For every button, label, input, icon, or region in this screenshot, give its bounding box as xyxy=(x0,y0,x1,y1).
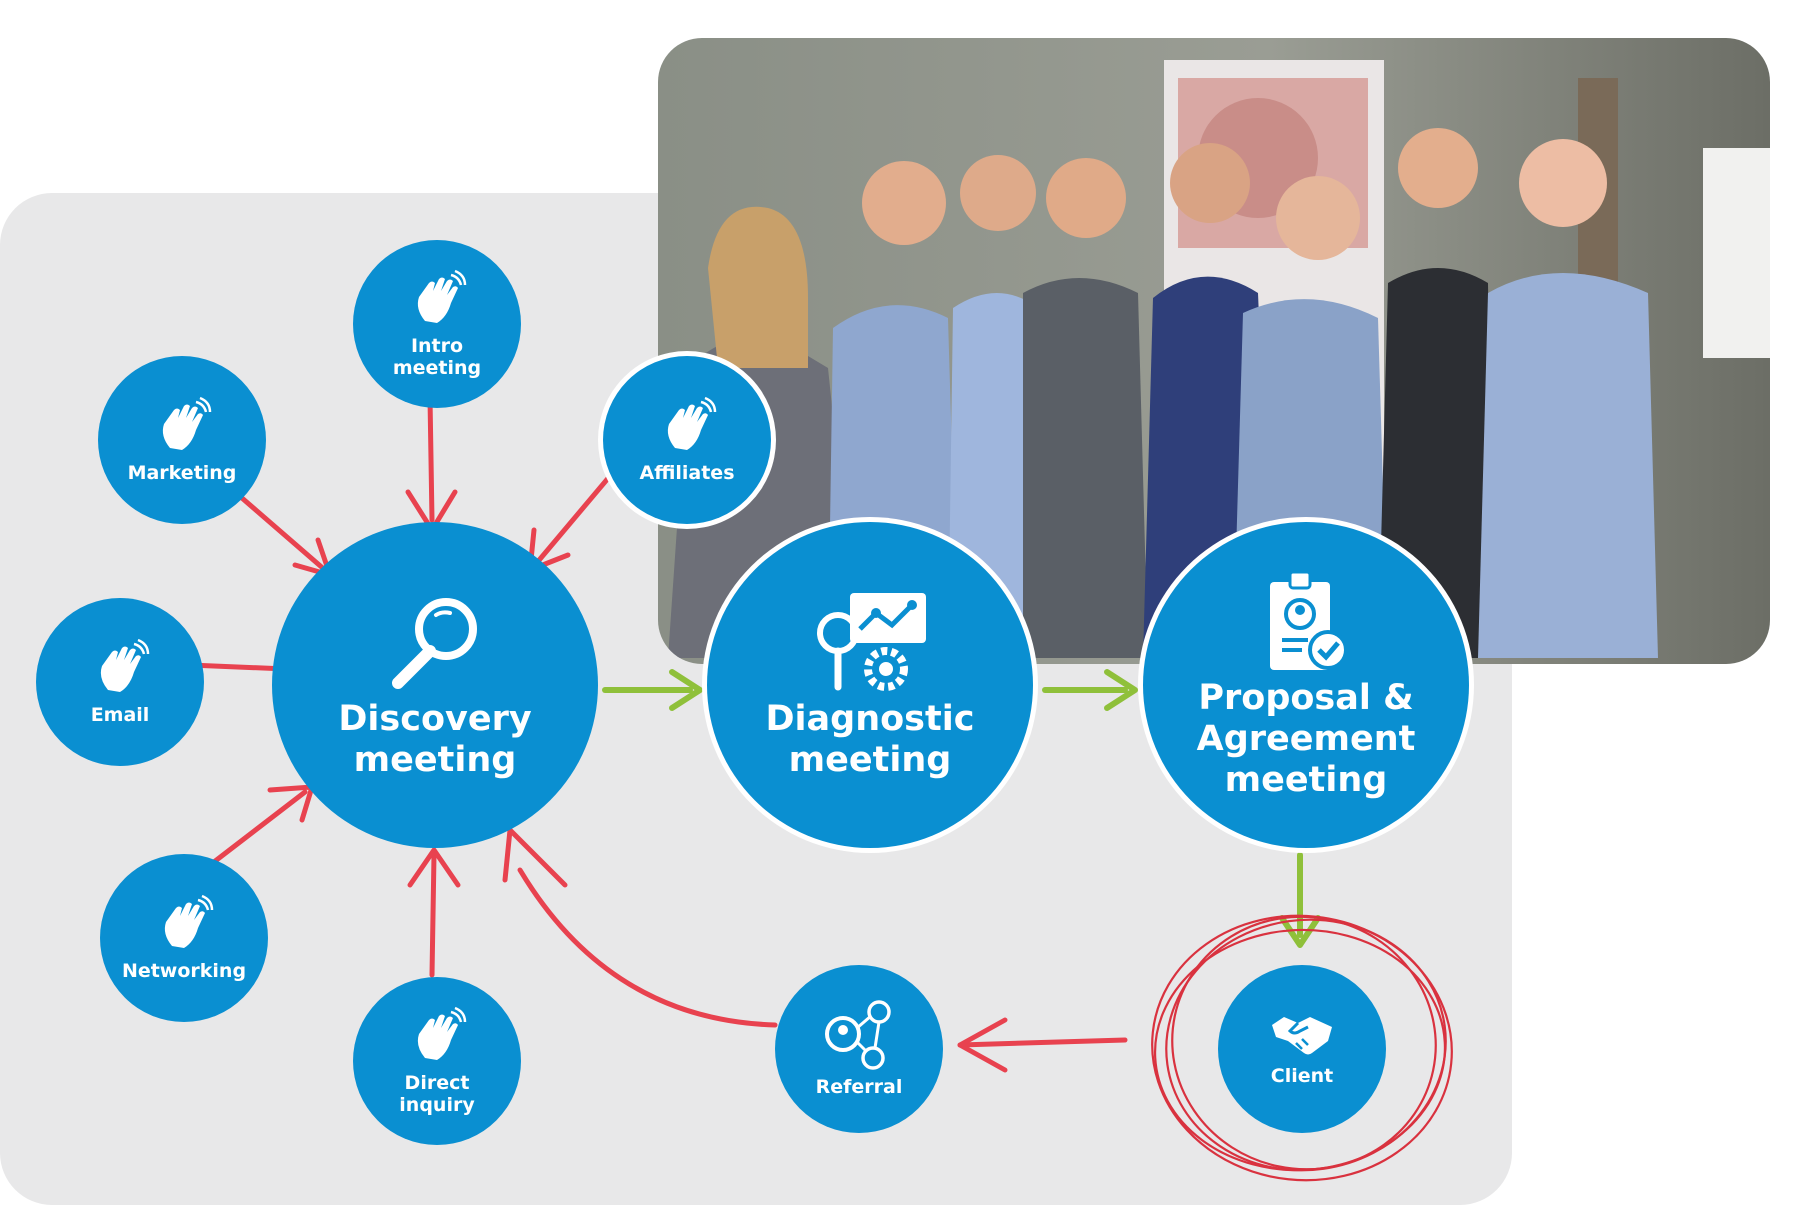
node-direct-inquiry: Direct inquiry xyxy=(353,977,521,1145)
node-label: Client xyxy=(1270,1065,1334,1087)
node-networking: Networking xyxy=(100,854,268,1022)
waving-hand-icon xyxy=(162,396,212,450)
id-badge-check-icon xyxy=(1270,570,1348,670)
node-label: Affiliates xyxy=(639,462,735,484)
waving-hand-icon xyxy=(667,396,717,450)
node-label: Intro meeting xyxy=(392,335,482,379)
node-label: Direct inquiry xyxy=(399,1072,475,1116)
node-client: Client xyxy=(1218,965,1386,1133)
analytics-gear-icon xyxy=(817,593,926,691)
node-label: Referral xyxy=(815,1076,903,1098)
node-proposal-agreement-meeting: Proposal & Agreement meeting xyxy=(1143,522,1469,848)
node-label: Discovery meeting xyxy=(338,699,532,780)
waving-hand-icon xyxy=(164,894,214,948)
node-email: Email xyxy=(36,598,204,766)
waving-hand-icon xyxy=(417,269,467,323)
node-label: Proposal & Agreement meeting xyxy=(1196,677,1416,800)
node-intro-meeting: Intro meeting xyxy=(353,240,521,408)
node-label: Marketing xyxy=(127,462,237,484)
node-diagnostic-meeting: Diagnostic meeting xyxy=(707,522,1033,848)
handshake-icon xyxy=(1272,1017,1332,1055)
team-photo xyxy=(658,38,1770,664)
waving-hand-icon xyxy=(417,1006,467,1060)
node-label: Networking xyxy=(121,960,247,982)
node-label: Diagnostic meeting xyxy=(765,699,975,780)
node-referral: Referral xyxy=(775,965,943,1133)
node-discovery-meeting: Discovery meeting xyxy=(272,522,598,848)
node-affiliates: Affiliates xyxy=(603,356,771,524)
magnifier-icon xyxy=(392,598,477,689)
waving-hand-icon xyxy=(100,638,150,692)
node-label: Email xyxy=(90,704,150,726)
node-marketing: Marketing xyxy=(98,356,266,524)
network-people-icon xyxy=(825,1000,891,1070)
